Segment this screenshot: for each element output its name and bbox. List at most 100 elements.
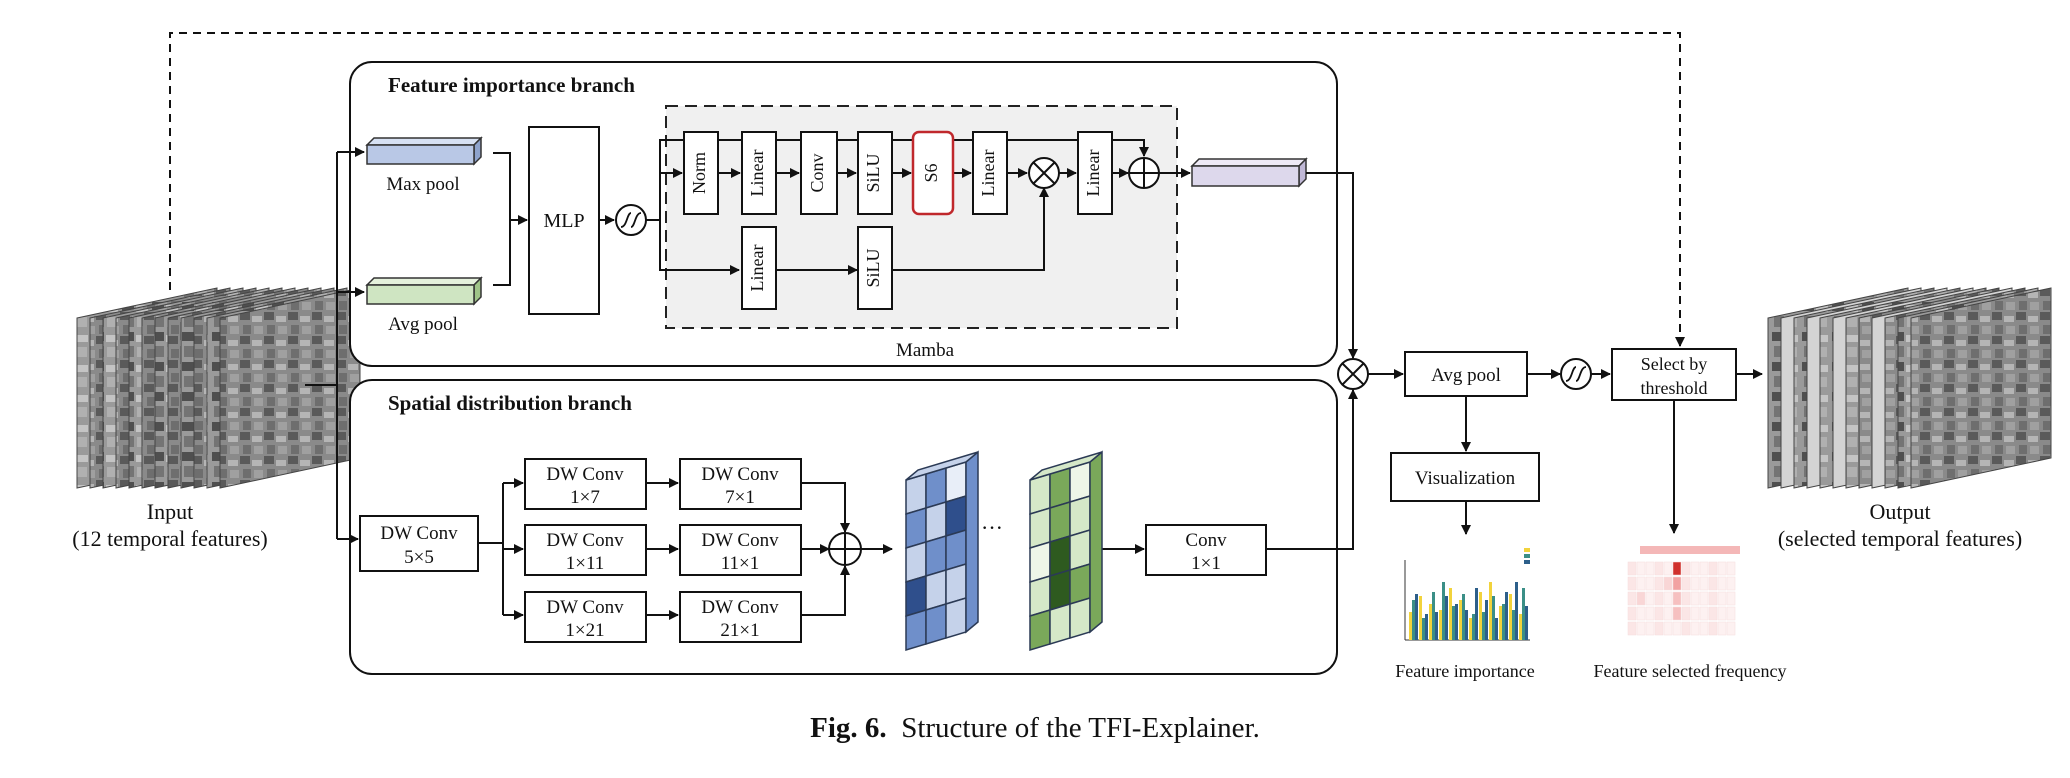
- thumb-cell: [1699, 576, 1709, 591]
- thumb-cell: [1627, 591, 1637, 606]
- grid-cell: [1049, 568, 1071, 612]
- thumb-bar: [1445, 596, 1448, 640]
- thumb-cell: [1663, 621, 1673, 636]
- thumb-cell: [1708, 576, 1718, 591]
- mamba-residual-connector: [659, 139, 1149, 173]
- thumb-bar: [1492, 596, 1495, 640]
- thumb-legend: [1524, 548, 1530, 552]
- grid-cell: [1029, 574, 1051, 618]
- thumb-cell: [1681, 576, 1691, 591]
- thumb-cell: [1681, 621, 1691, 636]
- thumb-bar: [1505, 592, 1508, 640]
- feature-weight-bar: [1190, 157, 1308, 188]
- dw-conv-1x7-label: DW Conv: [546, 464, 624, 485]
- output-sublabel: (selected temporal features): [1778, 526, 2022, 551]
- grid-cell: [1029, 472, 1051, 516]
- feature-importance-label: Feature importance: [1395, 661, 1534, 681]
- skip-connection-dashed: [169, 32, 1685, 347]
- dw-conv-5x5-label: DW Conv: [380, 523, 458, 544]
- max-pool-bar: [365, 136, 483, 166]
- thumb-bar: [1469, 618, 1472, 640]
- grid-cell: [1029, 506, 1051, 550]
- grid-cell: [905, 472, 927, 516]
- norm-block: Norm: [683, 131, 719, 215]
- thumb-cell: [1672, 576, 1682, 591]
- sigmoid-icon: [615, 204, 647, 236]
- grid-cell: [925, 568, 947, 612]
- thumb-cell: [1717, 591, 1727, 606]
- thumb-cell: [1717, 606, 1727, 621]
- dw-conv-11x1-size: 11×1: [721, 553, 760, 574]
- thumb-cell: [1699, 606, 1709, 621]
- avg-pool-box-label: Avg pool: [1431, 365, 1501, 386]
- thumb-cell: [1636, 606, 1646, 621]
- thumb-cell: [1681, 591, 1691, 606]
- thumb-bar: [1455, 604, 1458, 640]
- feature-importance-thumbnail: [1390, 538, 1540, 654]
- thumb-bar: [1489, 582, 1492, 640]
- output-image-stack: [1767, 287, 2052, 489]
- thumb-bar: [1429, 604, 1432, 640]
- thumb-cell: [1681, 561, 1691, 576]
- thumb-bar: [1522, 588, 1525, 640]
- thumb-bar: [1422, 618, 1425, 640]
- thumb-cell: [1726, 576, 1736, 591]
- conv-1x1-label: Conv: [1185, 530, 1227, 551]
- thumb-cell: [1645, 576, 1655, 591]
- thumb-cell: [1627, 606, 1637, 621]
- sigmoid-icon-post: [1560, 358, 1592, 390]
- svg-text:Linear: Linear: [978, 150, 998, 197]
- dw-conv-1x21-label: DW Conv: [546, 597, 624, 618]
- dw-conv-7x1-size: 7×1: [725, 487, 755, 508]
- thumb-cell: [1708, 606, 1718, 621]
- svg-text:SiLU: SiLU: [863, 153, 883, 192]
- thumb-cell: [1672, 606, 1682, 621]
- grid-side: [965, 450, 979, 634]
- grid-cell: [1069, 562, 1091, 606]
- thumb-cell: [1681, 606, 1691, 621]
- grid-cell: [1029, 608, 1051, 652]
- thumb-cell: [1663, 561, 1673, 576]
- thumb-cell: [1690, 591, 1700, 606]
- visualization-label: Visualization: [1415, 468, 1516, 489]
- grid-cell: [945, 596, 967, 640]
- dw-conv-1x11-size: 1×11: [566, 553, 605, 574]
- thumb-cell: [1690, 621, 1700, 636]
- thumb-cell: [1726, 621, 1736, 636]
- mlp-box: [528, 126, 600, 315]
- thumb-cell: [1672, 621, 1682, 636]
- thumb-cell: [1654, 591, 1664, 606]
- grid-cell: [1069, 596, 1091, 640]
- thumb-cell: [1699, 621, 1709, 636]
- grid-cell: [1049, 602, 1071, 646]
- dw-conv-11x1: [679, 524, 802, 576]
- svg-text:Linear: Linear: [747, 150, 767, 197]
- dw-conv-1x21-size: 1×21: [565, 620, 604, 641]
- silu-block-1: SiLU: [857, 131, 893, 215]
- linear-block-2: Linear: [972, 131, 1008, 215]
- thumb-bar: [1419, 596, 1422, 640]
- avg-pool-bar: [365, 276, 483, 306]
- multiply-icon-mamba: [1028, 157, 1060, 189]
- grid-cell: [905, 506, 927, 550]
- select-by-threshold-label-2: threshold: [1641, 378, 1708, 398]
- thumb-cell: [1690, 576, 1700, 591]
- thumb-bar: [1479, 592, 1482, 640]
- grid-cell: [1069, 460, 1091, 504]
- grid-cell: [1069, 528, 1091, 572]
- select-by-threshold-label: Select by: [1641, 354, 1707, 374]
- thumb-bar: [1425, 614, 1428, 640]
- feature-selected-frequency-thumbnail: [1610, 538, 1740, 648]
- grid-cell: [945, 528, 967, 572]
- caption-prefix: Fig. 6.: [810, 712, 887, 744]
- add-icon-mamba: [1128, 157, 1160, 189]
- grid-cell: [945, 562, 967, 606]
- grid-cell: [1029, 540, 1051, 584]
- conv-1x1-size: 1×1: [1191, 553, 1221, 574]
- thumb-bar: [1435, 612, 1438, 640]
- thumb-bar: [1439, 610, 1442, 640]
- thumb-cell: [1690, 606, 1700, 621]
- multiply-icon-merge: [1337, 358, 1369, 390]
- linear-block-3: Linear: [1077, 131, 1113, 215]
- dw-conv-1x11: [524, 524, 647, 576]
